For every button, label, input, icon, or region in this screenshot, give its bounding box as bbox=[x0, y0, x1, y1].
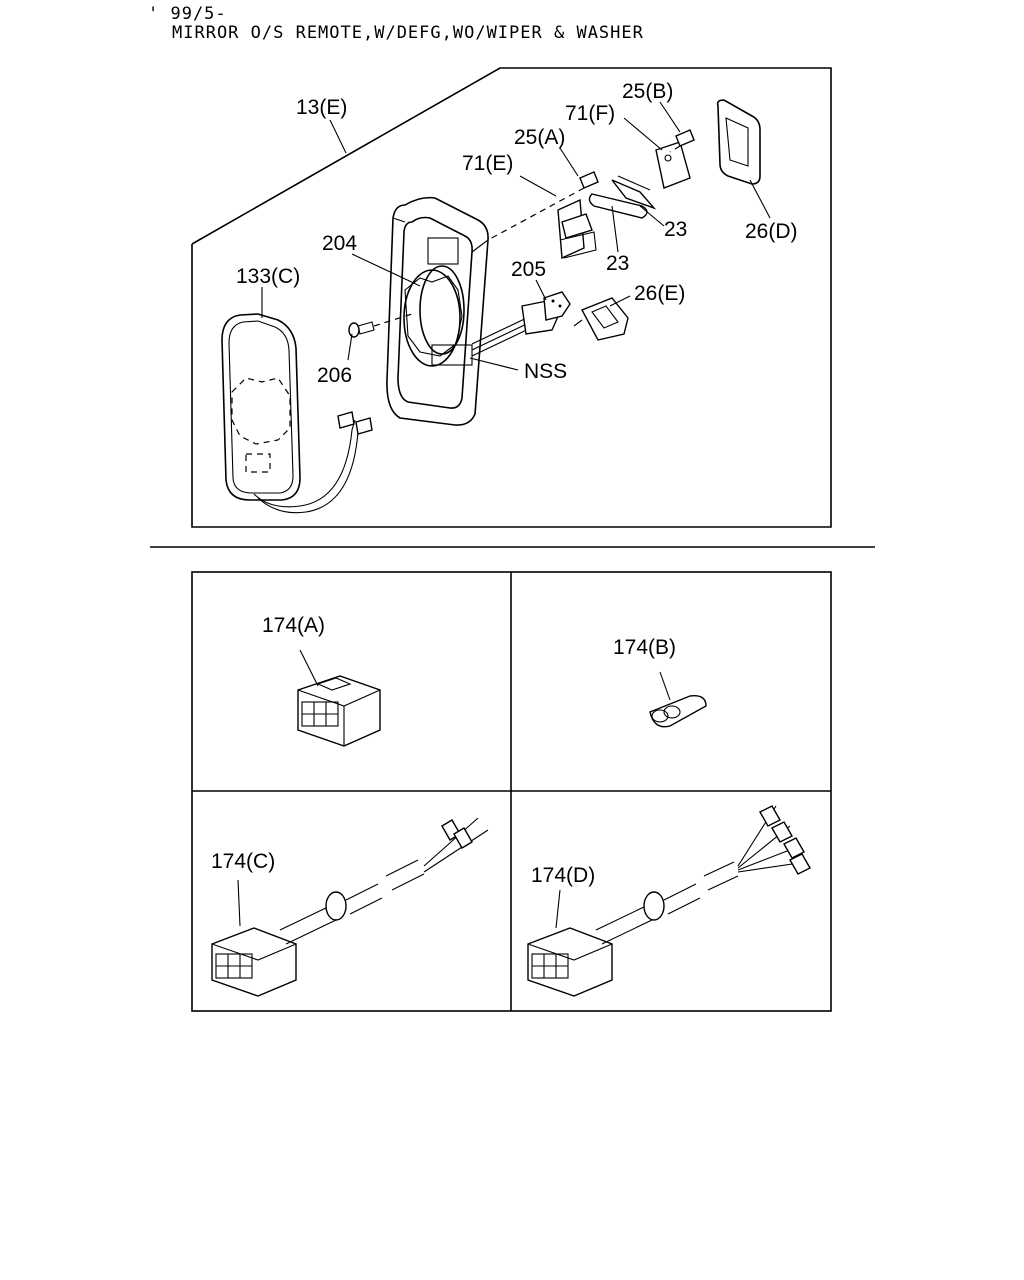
connector-cover-26e bbox=[573, 297, 629, 341]
callout-23-upper: 23 bbox=[664, 218, 687, 241]
page-title: MIRROR O/S REMOTE,W/DEFG,WO/WIPER & WASH… bbox=[172, 23, 644, 43]
callout-205: 205 bbox=[511, 258, 546, 281]
connector-174b bbox=[649, 671, 707, 728]
screw-206 bbox=[348, 313, 413, 338]
callout-204: 204 bbox=[322, 232, 357, 255]
bracket-71f bbox=[655, 141, 691, 189]
callout-25a: 25(A) bbox=[514, 126, 565, 149]
mirror-glass bbox=[221, 313, 373, 514]
connector-174a bbox=[297, 649, 381, 747]
callout-25b: 25(B) bbox=[622, 80, 673, 103]
callout-26d: 26(D) bbox=[745, 220, 798, 243]
callout-13e: 13(E) bbox=[296, 96, 347, 119]
callout-206: 206 bbox=[317, 364, 352, 387]
detail-grid bbox=[191, 571, 832, 1012]
detail-label-174c: 174(C) bbox=[211, 850, 275, 873]
tube-23-lower bbox=[588, 193, 648, 219]
callout-nss: NSS bbox=[524, 360, 567, 383]
bracket-71e bbox=[557, 198, 597, 260]
detail-label-174a: 174(A) bbox=[262, 614, 325, 637]
callout-71e: 71(E) bbox=[462, 152, 513, 175]
callout-71f: 71(F) bbox=[565, 102, 615, 125]
screw-25a bbox=[487, 171, 599, 241]
connector-205 bbox=[521, 291, 571, 335]
harness-174c bbox=[211, 817, 489, 997]
screw-25b bbox=[669, 129, 695, 153]
callout-26e: 26(E) bbox=[634, 282, 685, 305]
main-frame bbox=[191, 67, 832, 528]
harness-174d bbox=[527, 805, 811, 997]
detail-label-174d: 174(D) bbox=[531, 864, 595, 887]
leader-lines bbox=[261, 101, 771, 371]
date-code: ' 99/5- bbox=[148, 4, 227, 24]
mirror-housing bbox=[386, 196, 489, 426]
callout-133c: 133(C) bbox=[236, 265, 300, 288]
tube-23-upper bbox=[611, 175, 657, 210]
detail-label-174b: 174(B) bbox=[613, 636, 676, 659]
callout-23-lower: 23 bbox=[606, 252, 629, 275]
cover-26d bbox=[716, 99, 761, 185]
